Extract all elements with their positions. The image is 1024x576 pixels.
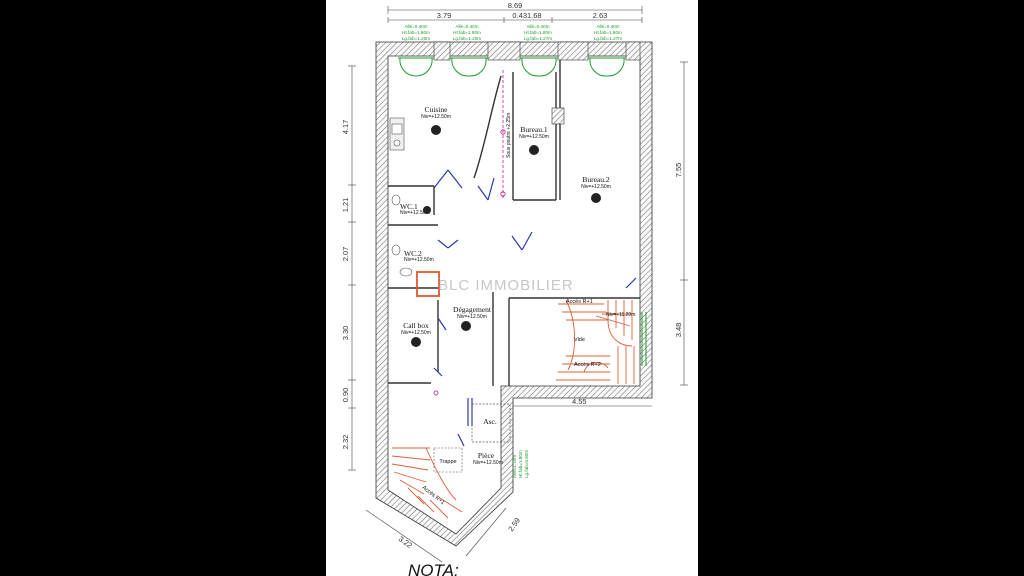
- room-bureau1-name: Bureau.1: [520, 125, 548, 134]
- trappe-label: Trappe: [439, 459, 456, 465]
- height-marker-icon: [411, 337, 421, 347]
- floor-plan: 8.69 3.79 0.431.68 2.63 Allé=0.40m Ht.fa…: [341, 1, 688, 576]
- svg-text:Ht.fab=1.80m: Ht.fab=1.80m: [453, 30, 481, 35]
- svg-text:Lg.fab=0.80m: Lg.fab=0.80m: [524, 450, 529, 478]
- window-icon: [520, 57, 558, 77]
- room-degagement-name: Dégagement: [453, 305, 492, 314]
- svg-text:Lg.fab=1.27m: Lg.fab=1.27m: [524, 36, 552, 41]
- window-icon: [398, 57, 434, 77]
- height-marker-icon: [591, 193, 601, 203]
- door-icon: [457, 433, 465, 447]
- partitions: [388, 60, 640, 386]
- svg-text:Lg.fab=1.20m: Lg.fab=1.20m: [402, 36, 430, 41]
- bottom-dimensions: [365, 507, 507, 563]
- beam-line: [433, 70, 506, 396]
- kitchen-fixtures: [389, 117, 405, 151]
- room-piece-name: Pièce: [478, 451, 495, 460]
- dim-left-4: 3.30: [341, 326, 350, 341]
- left-dimensions: [348, 65, 356, 471]
- dim-inner-455: 4.55: [572, 397, 587, 406]
- room-wc2-name: WC.2: [404, 249, 422, 258]
- svg-text:Ht.fab=1.80m: Ht.fab=1.80m: [594, 30, 622, 35]
- dim-right-2: 3.48: [674, 323, 683, 338]
- dim-right-1: 7.55: [674, 163, 683, 178]
- svg-text:Allé=0.40m: Allé=0.40m: [404, 24, 427, 29]
- room-asc-label: Asc.: [483, 417, 497, 426]
- dim-bottom-right: 2.59: [506, 516, 522, 533]
- dim-top-mid: 0.431.68: [512, 11, 541, 20]
- door-icon: [437, 317, 447, 331]
- dim-left-5: 0.90: [341, 388, 350, 403]
- svg-text:Ht.fab=1.80m: Ht.fab=1.80m: [524, 30, 552, 35]
- room-piece-level: Niv=+12.50m: [473, 460, 503, 466]
- pillar: [551, 107, 565, 125]
- dim-left-2: 1.21: [341, 198, 350, 213]
- door-icon: [511, 231, 533, 251]
- svg-text:Allé=0.40m: Allé=0.40m: [455, 24, 478, 29]
- dim-left-1: 4.17: [341, 120, 350, 135]
- room-callbox-name: Call box: [403, 321, 429, 330]
- svg-text:Allé=0.40m: Allé=0.40m: [526, 24, 549, 29]
- plan-sheet: 8.69 3.79 0.431.68 2.63 Allé=0.40m Ht.fa…: [326, 0, 698, 576]
- room-wc2-level: Niv=+12.50m: [404, 257, 434, 263]
- nota-heading: NOTA:: [408, 561, 459, 576]
- trappe-box: [433, 447, 463, 473]
- label-acces-r1: Accès R+1: [566, 299, 593, 305]
- svg-text:Allé=0.40m: Allé=0.40m: [596, 24, 619, 29]
- room-cuisine-level: Niv=+12.50m: [421, 114, 451, 120]
- svg-text:Ht.fab=1.80m: Ht.fab=1.80m: [402, 30, 430, 35]
- dim-left-6: 2.32: [341, 435, 350, 450]
- elevator: [471, 403, 511, 443]
- door-icon: [437, 239, 459, 249]
- label-vide: Vide: [574, 337, 585, 343]
- dim-top-total: 8.69: [508, 1, 523, 10]
- room-degagement-level: Niv=+12.50m: [457, 314, 487, 320]
- window-icon: [450, 57, 488, 77]
- svg-text:Ht.fab=1.80m: Ht.fab=1.80m: [518, 450, 523, 478]
- label-stair-level: Niv=+11.20m: [606, 312, 635, 318]
- right-dimensions: [680, 61, 688, 386]
- label-acces-r2: Accès R+2: [574, 362, 601, 368]
- side-window-spec: Allé=1.10m Ht.fab=1.80m Lg.fab=0.80m: [512, 450, 529, 478]
- stair-main: [556, 299, 635, 384]
- door-icon: [625, 277, 637, 289]
- label-sous-poutre: Sous poutre +2.25m: [506, 113, 512, 158]
- svg-text:Lg.fab=1.27m: Lg.fab=1.27m: [594, 36, 622, 41]
- room-bureau2-name: Bureau.2: [582, 175, 610, 184]
- dim-top-right: 2.63: [593, 11, 608, 20]
- height-marker-icon: [423, 206, 431, 214]
- door-icon: [433, 169, 463, 189]
- svg-text:Lg.fab=1.20m: Lg.fab=1.20m: [453, 36, 481, 41]
- outer-walls: [375, 41, 653, 547]
- window-spec-1: Allé=0.40m Ht.fab=1.80m Lg.fab=1.20m: [402, 24, 430, 41]
- stair-lower: [391, 447, 463, 519]
- height-marker-icon: [461, 321, 471, 331]
- window-spec-4: Allé=0.40m Ht.fab=1.80m Lg.fab=1.27m: [594, 24, 622, 41]
- room-wc1-name: WC.1: [400, 202, 418, 211]
- room-bureau1-level: Niv=+12.50m: [519, 134, 549, 140]
- door-icon: [477, 177, 495, 201]
- top-dimensions: [387, 6, 643, 23]
- window-icon: [588, 57, 626, 77]
- room-bureau2-level: Niv=+12.50m: [581, 184, 611, 190]
- watermark-text: BLC IMMOBILIER: [438, 277, 574, 294]
- dim-bottom-left: 3.22: [397, 534, 414, 550]
- height-marker-icon: [529, 145, 539, 155]
- room-wc1-level: Niv=+12.50m: [400, 210, 430, 216]
- height-marker-icon: [431, 125, 441, 135]
- toilet-icon: [391, 194, 413, 277]
- dim-top-left: 3.79: [437, 11, 452, 20]
- svg-text:Allé=1.10m: Allé=1.10m: [512, 455, 517, 478]
- room-cuisine-name: Cuisine: [425, 105, 449, 114]
- windows: [398, 57, 647, 366]
- dim-left-3: 2.07: [341, 247, 350, 262]
- room-callbox-level: Niv=+12.50m: [401, 330, 431, 336]
- window-spec-2: Allé=0.40m Ht.fab=1.80m Lg.fab=1.20m: [453, 24, 481, 41]
- logo-icon: [416, 271, 440, 297]
- window-spec-3: Allé=0.40m Ht.fab=1.80m Lg.fab=1.27m: [524, 24, 552, 41]
- wall-piers: [433, 41, 641, 61]
- door-icon: [467, 398, 473, 426]
- door-icon: [433, 367, 443, 377]
